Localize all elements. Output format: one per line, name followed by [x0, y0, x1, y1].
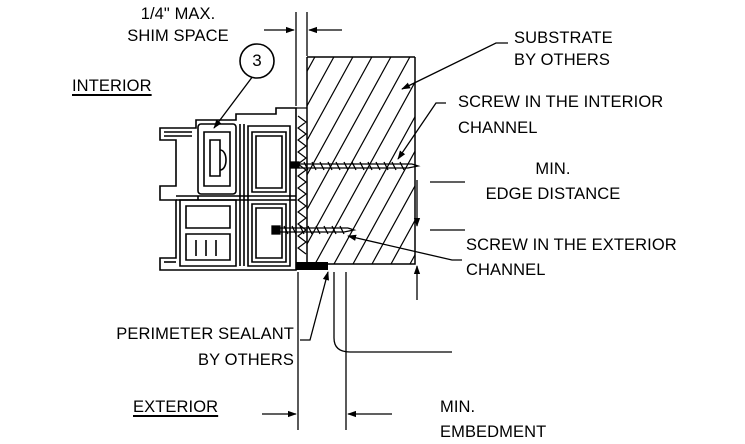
hatch-line	[307, 57, 373, 177]
min-embedment-label: MIN. EMBEDMENT	[440, 398, 546, 442]
screw-exterior-label: SCREW IN THE EXTERIOR CHANNEL	[466, 236, 677, 280]
embedment-line-2: EMBEDMENT	[440, 423, 547, 441]
sealant-line-1: PERIMETER SEALANT	[116, 325, 294, 343]
screw-interior-label: SCREW IN THE INTERIOR CHANNEL	[458, 93, 663, 138]
screw-interior-line-2: CHANNEL	[458, 119, 538, 137]
screw-interior-line-1: SCREW IN THE INTERIOR	[458, 93, 664, 111]
min-edge-distance-label: MIN. EDGE DISTANCE	[473, 160, 633, 204]
hatch-line	[307, 57, 335, 108]
hatch-line	[333, 115, 415, 264]
substrate-line-2: BY OTHERS	[514, 51, 610, 69]
perimeter-sealant-label: PERIMETER SEALANT BY OTHERS	[40, 325, 294, 370]
perimeter-sealant	[296, 262, 328, 270]
hatch-line	[390, 219, 415, 264]
screw-exterior-line-2: CHANNEL	[466, 261, 546, 279]
sealant-line-2: BY OTHERS	[198, 351, 294, 369]
hatch-line	[307, 57, 316, 73]
substrate-line-1: SUBSTRATE	[514, 29, 613, 47]
hatch-line	[307, 57, 411, 246]
hatch-line	[314, 80, 415, 264]
screw-exterior	[271, 225, 357, 235]
embedment-line-1: MIN.	[440, 398, 476, 416]
hatch-line	[371, 184, 415, 264]
substrate-label: SUBSTRATE BY OTHERS	[514, 29, 613, 70]
window-frame-profile	[159, 107, 297, 271]
interior-label: INTERIOR	[72, 77, 152, 95]
shim-space	[296, 107, 307, 255]
shim-space-line-2: SHIM SPACE	[127, 27, 229, 45]
callout-bubble	[239, 43, 275, 79]
hatch-line	[352, 150, 415, 264]
min-edge-line-2: EDGE DISTANCE	[485, 185, 621, 203]
min-edge-line-1: MIN.	[535, 160, 571, 178]
callout-number: 3	[252, 51, 262, 70]
shim-space-line-1: 1/4" MAX.	[140, 5, 216, 23]
hatch-line	[307, 57, 354, 142]
screw-exterior-line-1: SCREW IN THE EXTERIOR	[466, 236, 677, 254]
exterior-label: EXTERIOR	[133, 398, 219, 416]
hatch-line	[307, 57, 392, 211]
shim-space-label: 1/4" MAX. SHIM SPACE	[105, 5, 251, 46]
screw-interior	[290, 161, 421, 171]
leader-lines	[213, 12, 508, 430]
